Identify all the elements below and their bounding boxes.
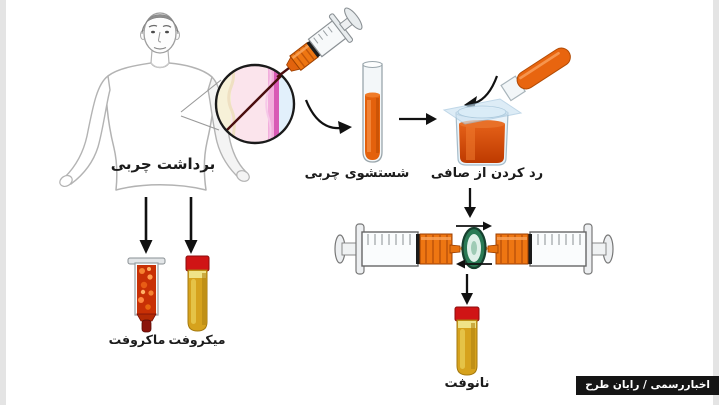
label-nanofat: نانوفت (444, 376, 490, 391)
liposuction-syringe-icon (276, 7, 363, 79)
microfat-tube-icon (185, 255, 210, 332)
syringe-left-icon (334, 223, 461, 275)
luer-lock-filter-icon (461, 226, 487, 270)
zoom-callout-lines (180, 79, 222, 131)
arrow-harvest-to-microfat (184, 197, 198, 254)
arrow-emulsify-to-nanofat (461, 274, 473, 305)
arrow-washing-to-filtering (399, 113, 437, 125)
label-washing: شستشوی چربی (304, 166, 410, 181)
beaker-icon (442, 98, 523, 166)
label-microfat: میکروفت (168, 332, 226, 347)
watermark-badge: اخباررسمی / رایان طرح (576, 376, 719, 395)
nanofat-tube-icon (454, 306, 480, 376)
arrow-harvest-to-macrofat (139, 197, 153, 254)
syringe-right-icon (487, 223, 614, 275)
arrow-filtering-to-emulsify (464, 188, 476, 218)
pouring-tube-icon (500, 47, 571, 102)
arrow-zoom-to-washing (304, 99, 352, 134)
hair (141, 14, 179, 35)
arrow-push-left (456, 259, 492, 269)
wash-test-tube-icon (362, 61, 383, 163)
label-filtering: رد کردن از صافی (430, 166, 544, 181)
label-harvest: برداشت چربی (110, 155, 216, 173)
arrow-push-right (456, 221, 492, 231)
double-syringe-icon (334, 221, 614, 275)
right-edge-strip (713, 0, 719, 405)
left-edge-strip (0, 0, 6, 405)
label-macrofat: ماکروفت (108, 332, 166, 347)
macrofat-tube-icon (127, 257, 166, 333)
